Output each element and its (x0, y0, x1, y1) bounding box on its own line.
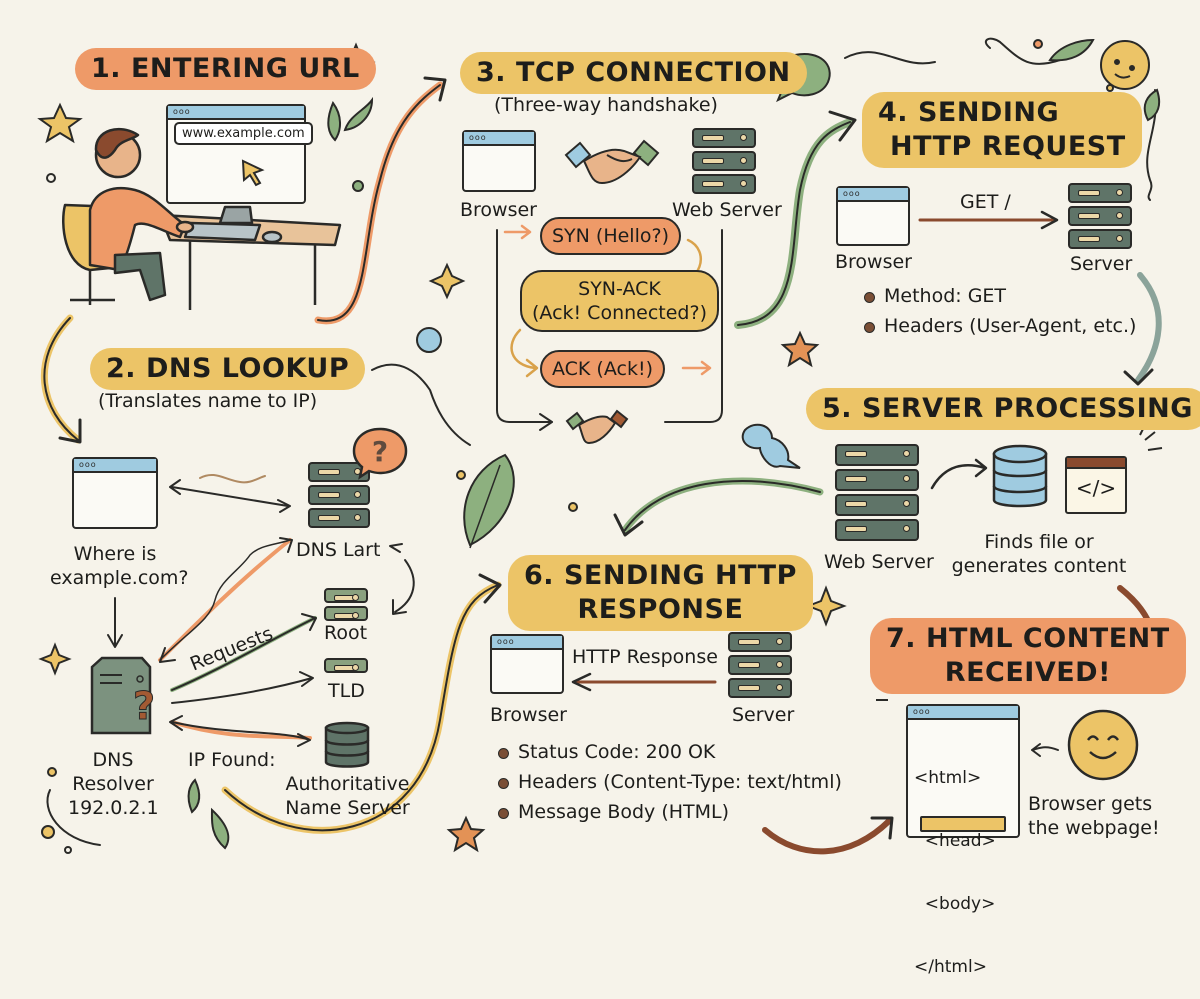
response-detail-item: Status Code: 200 OK (496, 737, 842, 767)
step3-subtitle: (Three-way handshake) (494, 94, 718, 116)
tcp-left-line (496, 229, 553, 423)
svg-text:?: ? (372, 435, 388, 468)
code-window-icon: </> (1065, 456, 1127, 514)
request-server-icon (1068, 183, 1132, 252)
sparkle-icon (805, 585, 847, 627)
processing-server-icon (835, 444, 919, 544)
question-bubble-icon: ? (352, 427, 408, 480)
processing-result-label: Finds file or generates content (951, 531, 1127, 577)
response-server-icon (728, 632, 792, 701)
response-detail-item: Headers (Content-Type: text/html) (496, 767, 842, 797)
dns-resolver-label: DNS Resolver 192.0.2.1 (68, 749, 159, 819)
response-details-list: Status Code: 200 OK Headers (Content-Typ… (496, 737, 842, 827)
arrow-step6-to-step7 (762, 817, 893, 855)
dns-browser-window: ooo (72, 457, 158, 529)
handshake-complete-icon (565, 409, 629, 445)
request-detail-item: Headers (User-Agent, etc.) (862, 311, 1136, 341)
tcp-web-server-icon (692, 128, 756, 197)
step1-title: 1. ENTERING URL (75, 48, 376, 90)
star-icon (780, 330, 820, 368)
tld-label: TLD (328, 680, 365, 702)
step6-title: 6. SENDING HTTP RESPONSE (508, 555, 813, 631)
svg-text:?: ? (133, 684, 155, 728)
tcp-browser-label: Browser (460, 199, 537, 221)
step5-title: 5. SERVER PROCESSING (806, 388, 1200, 430)
person-at-computer-icon (62, 127, 342, 310)
leaf-icon (210, 807, 230, 850)
response-arrow-label: HTTP Response (572, 646, 718, 668)
step2-title: 2. DNS LOOKUP (90, 348, 366, 390)
response-browser-window: ooo (490, 634, 564, 694)
leaf-icon (187, 778, 201, 814)
leaf-icon (343, 96, 374, 132)
processing-server-label: Web Server (824, 551, 934, 573)
star-icon (446, 815, 486, 853)
arrow-step5-to-step6 (621, 477, 824, 534)
dns-cache-server-icon (308, 462, 370, 531)
step4-title: 4. SENDING HTTP REQUEST (862, 92, 1142, 168)
step3-title: 3. TCP CONNECTION (460, 52, 807, 94)
tld-server-icon (324, 658, 368, 676)
response-server-label: Server (732, 704, 795, 726)
arrow-step4-to-step5 (1135, 272, 1162, 383)
smiley-icon (1100, 40, 1150, 90)
response-detail-item: Message Body (HTML) (496, 797, 842, 827)
root-server-icon (324, 588, 368, 624)
step7-caption: Browser gets the webpage! (1028, 793, 1160, 839)
step2-subtitle: (Translates name to IP) (98, 390, 318, 412)
syn-pill: SYN (Hello?) (540, 217, 681, 255)
request-browser-window: ooo (836, 186, 910, 246)
request-browser-label: Browser (835, 251, 912, 273)
dns-down-arrow (107, 597, 123, 648)
leaf-icon (463, 453, 515, 547)
request-details-list: Method: GET Headers (User-Agent, etc.) (862, 281, 1136, 341)
cursor-icon (241, 159, 265, 187)
request-server-label: Server (1070, 253, 1133, 275)
root-label: Root (324, 622, 368, 644)
sparkle-icon (428, 262, 466, 300)
leaf-icon (327, 100, 341, 142)
tcp-server-label: Web Server (672, 199, 782, 221)
dns-question-label: Where is example.com? (50, 543, 189, 589)
blue-dot (416, 327, 442, 353)
tcp-right-line (664, 229, 723, 423)
authoritative-label: Authoritative Name Server (285, 773, 410, 819)
star-icon (37, 102, 83, 144)
html-document-window: ooo (906, 704, 1020, 838)
html-code-block: <html> <head> <body> </html> (914, 768, 996, 977)
leaf-icon (1048, 38, 1095, 62)
database-icon (992, 444, 1048, 508)
authoritative-db-icon (324, 721, 370, 768)
url-input[interactable]: www.example.com (174, 122, 313, 145)
tcp-browser-window: ooo (462, 130, 536, 192)
arrow-step1-to-step2 (40, 314, 82, 444)
chat-blob-icon (741, 423, 801, 469)
response-browser-label: Browser (490, 704, 567, 726)
step1-browser-window: ooo (166, 104, 306, 204)
dns-cache-label: DNS Lart (296, 539, 381, 561)
leaf-icon (1143, 88, 1161, 122)
handshake-icon (564, 139, 660, 185)
get-label: GET / (960, 191, 1011, 213)
step7-title: 7. HTML CONTENT RECEIVED! (870, 618, 1186, 694)
ack-pill: ACK (Ack!) (540, 350, 665, 388)
request-detail-item: Method: GET (862, 281, 1136, 311)
dns-resolver-icon: ? (90, 656, 156, 735)
ip-found-label: IP Found: (188, 749, 276, 771)
happy-face-icon (1067, 709, 1139, 781)
dns-browser-cache-arrow (169, 479, 291, 513)
sparkle-icon (38, 642, 72, 676)
synack-pill: SYN-ACK (Ack! Connected?) (520, 270, 719, 332)
